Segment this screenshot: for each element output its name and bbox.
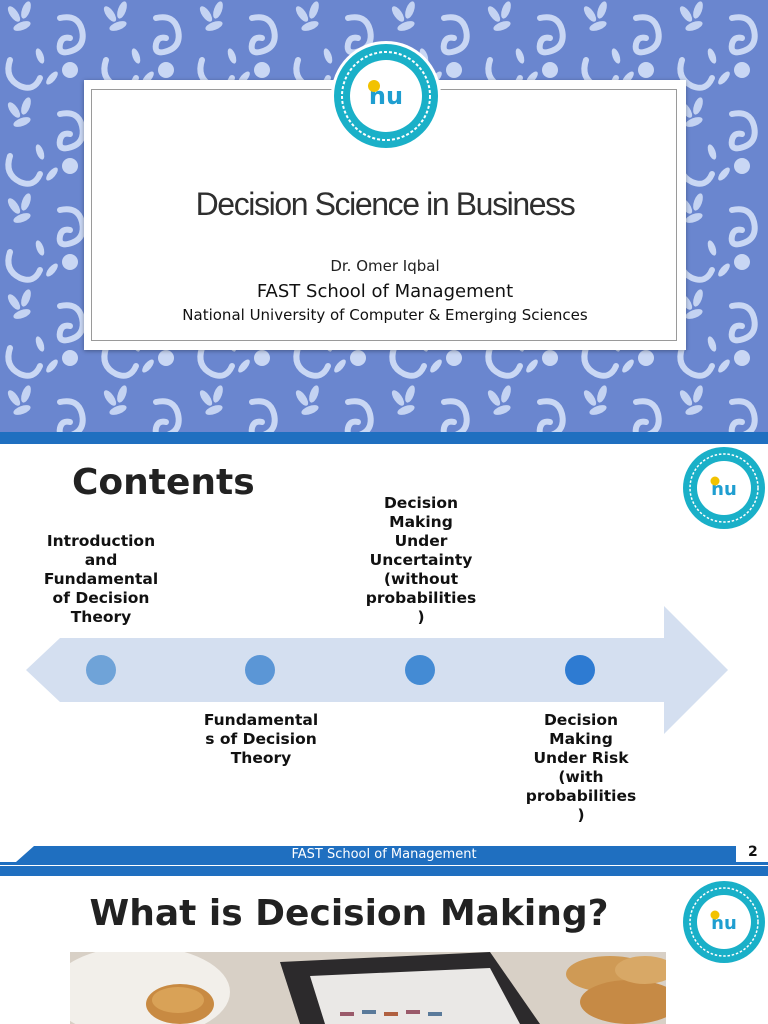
contents-title: Contents <box>72 462 255 503</box>
timeline-arrow <box>26 606 728 734</box>
timeline-arrow-shape <box>26 606 728 734</box>
timeline-label-3: Decision Making Under Uncertainty (witho… <box>365 494 477 626</box>
deck-title: Decision Science in Business <box>195 186 576 222</box>
slide-footer-bar <box>0 846 768 865</box>
university-logo: nu <box>681 445 767 531</box>
timeline-node-4 <box>565 655 595 685</box>
presenter-name: Dr. Omer Iqbal <box>330 257 440 275</box>
school-name: FAST School of Management <box>256 281 514 302</box>
footer-school-name: FAST School of Management <box>291 847 477 862</box>
university-name: National University of Computer & Emergi… <box>182 306 588 324</box>
decision-making-title: What is Decision Making? <box>89 893 609 934</box>
university-logo: nu <box>331 41 441 151</box>
timeline-label-4: Decision Making Under Risk (with probabi… <box>525 711 637 824</box>
timeline-label-2: Fundamental s of Decision Theory <box>203 711 319 767</box>
page-number: 2 <box>748 844 758 860</box>
timeline-node-2 <box>245 655 275 685</box>
slide-divider-bar <box>0 432 768 444</box>
slide-divider-bar <box>0 866 768 876</box>
university-logo: nu <box>681 879 767 965</box>
timeline-node-1 <box>86 655 116 685</box>
timeline-label-1: Introduction and Fundamental of Decision… <box>43 532 159 626</box>
decision-making-photo <box>70 952 666 1024</box>
timeline-node-3 <box>405 655 435 685</box>
